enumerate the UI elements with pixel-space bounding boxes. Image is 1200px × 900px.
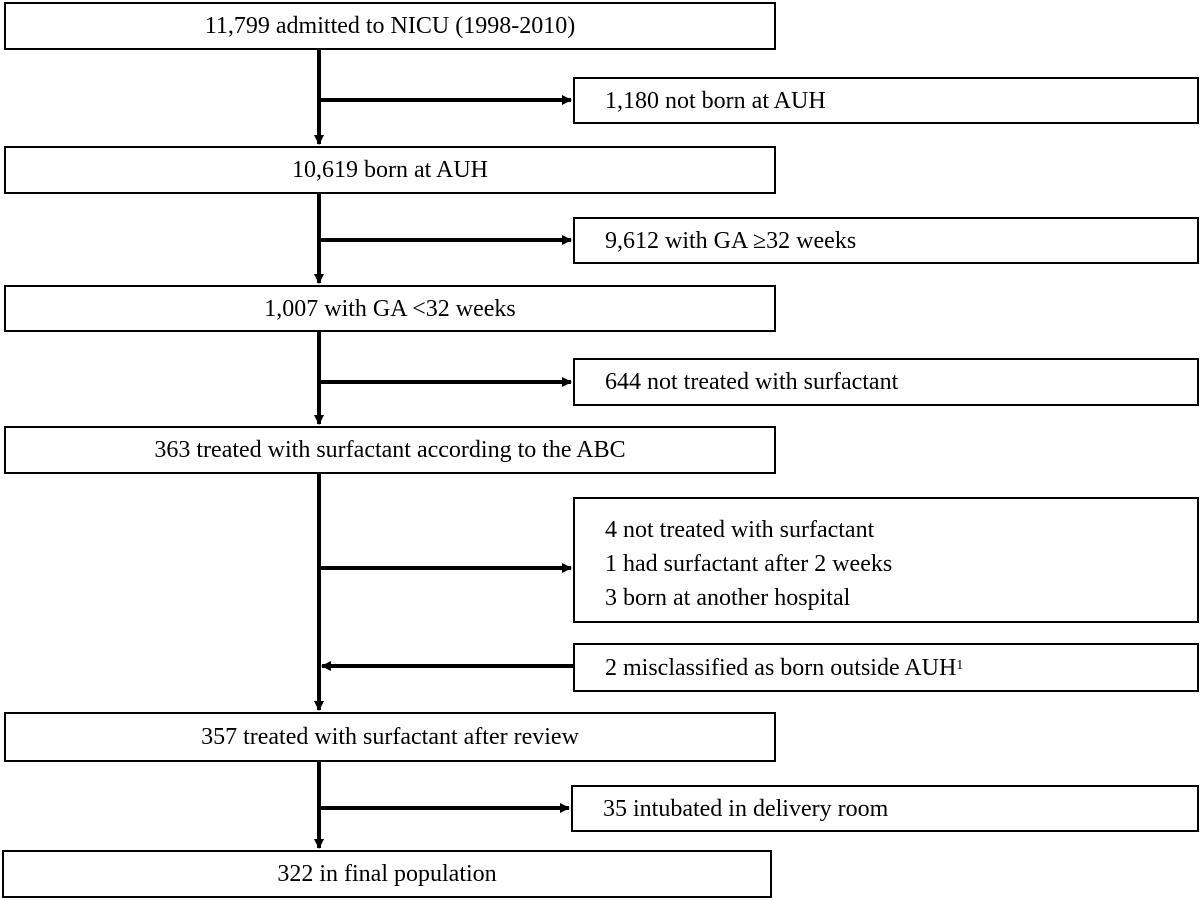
- box-ga-under-32: 1,007 with GA <32 weeks: [4, 285, 776, 332]
- box-born-auh-text: 10,619 born at AUH: [292, 157, 488, 183]
- box-admitted-text: 11,799 admitted to NICU (1998-2010): [204, 13, 576, 39]
- excluded-review-line-1: 4 not treated with surfactant: [605, 517, 875, 543]
- box-included-misclassified-text: 2 misclassified as born outside AUH: [605, 654, 957, 681]
- box-excluded-no-surfactant-text: 644 not treated with surfactant: [605, 369, 899, 395]
- box-excluded-ga-32-plus: 9,612 with GA ≥32 weeks: [573, 217, 1199, 264]
- box-ga-under-32-text: 1,007 with GA <32 weeks: [264, 295, 516, 322]
- box-treated-abc: 363 treated with surfactant according to…: [4, 426, 776, 474]
- box-treated-after-review: 357 treated with surfactant after review: [4, 712, 776, 762]
- box-excluded-ga-32-plus-text: 9,612 with GA ≥32 weeks: [605, 227, 857, 254]
- box-excluded-no-surfactant: 644 not treated with surfactant: [573, 358, 1199, 406]
- box-final-population-text: 322 in final population: [277, 861, 497, 887]
- box-excluded-intubated-text: 35 intubated in delivery room: [603, 795, 889, 822]
- box-excluded-not-born-auh-text: 1,180 not born at AUH: [605, 87, 826, 114]
- box-excluded-review: 4 not treated with surfactant 1 had surf…: [573, 497, 1199, 623]
- excluded-review-line-2: 1 had surfactant after 2 weeks: [605, 551, 893, 577]
- box-admitted: 11,799 admitted to NICU (1998-2010): [4, 2, 776, 50]
- box-born-auh: 10,619 born at AUH: [4, 146, 776, 194]
- box-treated-abc-text: 363 treated with surfactant according to…: [154, 437, 626, 463]
- footnote-marker: 1: [956, 657, 964, 673]
- excluded-review-line-3: 3 born at another hospital: [605, 585, 851, 611]
- box-excluded-not-born-auh: 1,180 not born at AUH: [573, 77, 1199, 124]
- box-treated-after-review-text: 357 treated with surfactant after review: [201, 724, 579, 750]
- box-final-population: 322 in final population: [2, 850, 772, 898]
- box-excluded-intubated: 35 intubated in delivery room: [571, 785, 1199, 832]
